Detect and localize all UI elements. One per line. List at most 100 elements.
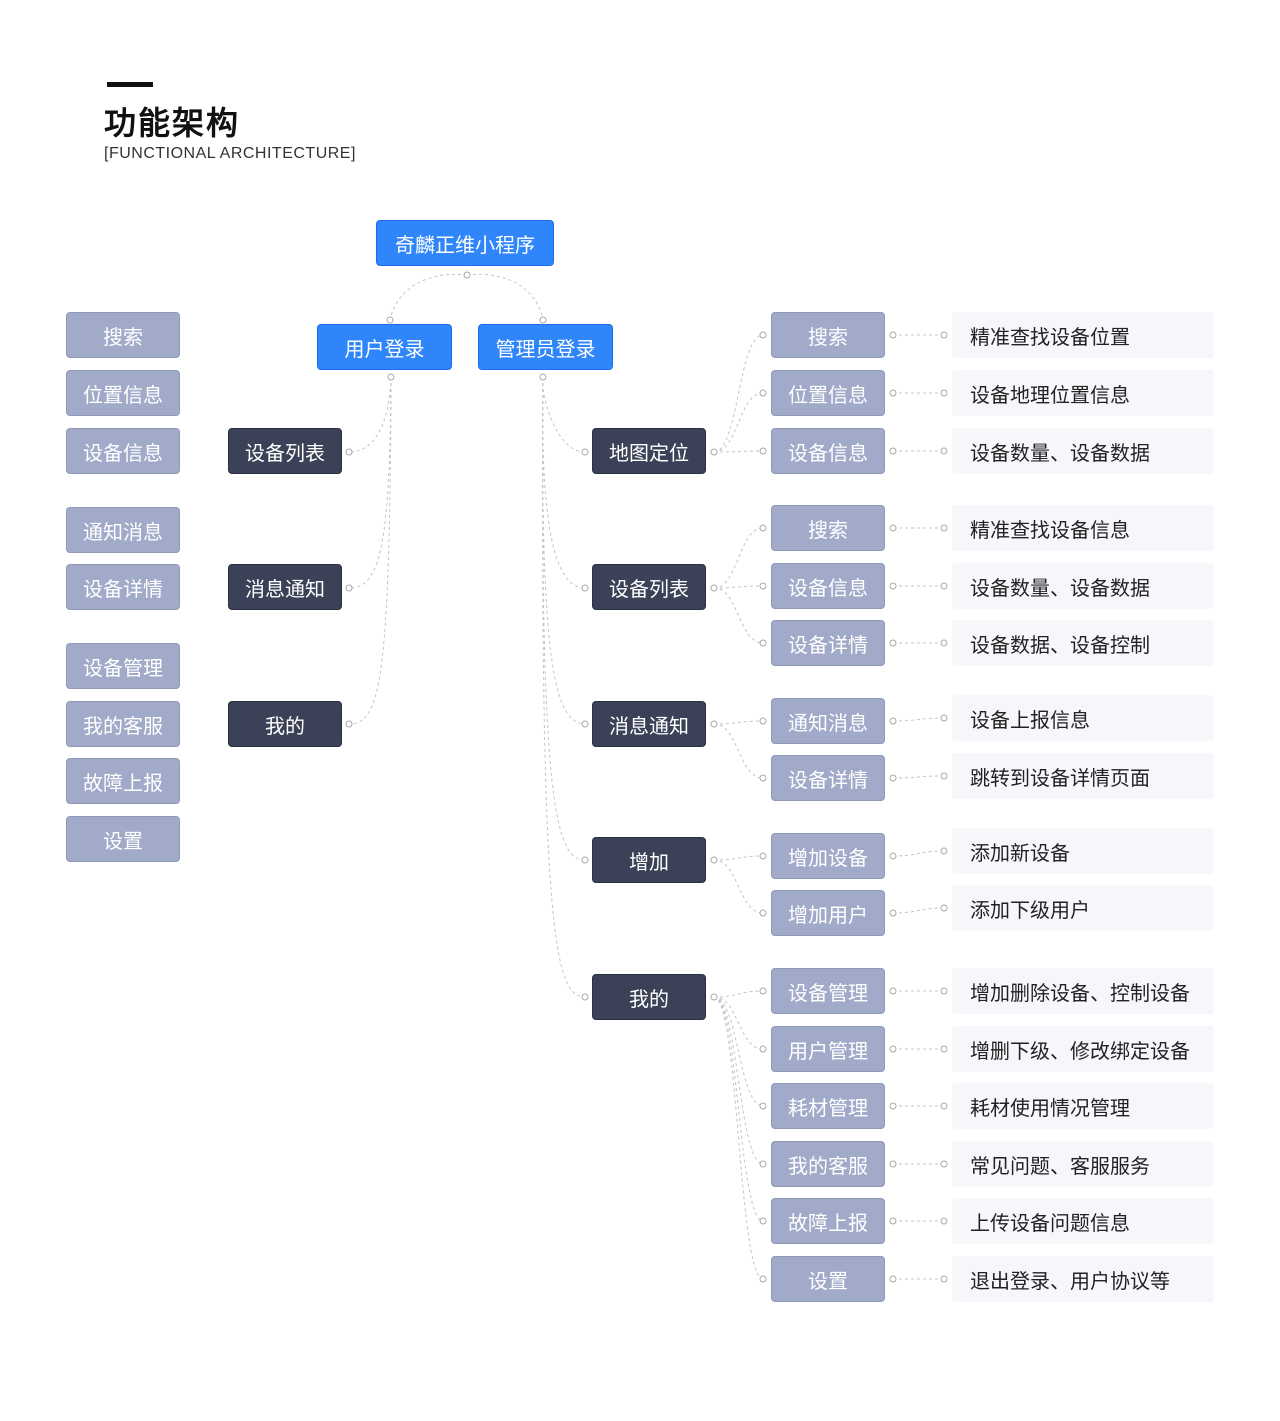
user-item-label: 搜索 — [103, 324, 143, 349]
user-item-settings: 设置 — [66, 816, 180, 862]
connector-dot — [940, 582, 948, 590]
description-text: 添加下级用户 — [970, 897, 1090, 922]
admin-item-description: 设备数量、设备数据 — [952, 563, 1214, 609]
admin-item-label: 设备详情 — [788, 632, 868, 657]
connector-dot — [940, 447, 948, 455]
user-item-label: 我的客服 — [83, 713, 163, 738]
connector-dot — [889, 717, 897, 725]
description-text: 设备数量、设备数据 — [970, 440, 1150, 465]
connector-dot — [539, 373, 547, 381]
user-section-label: 我的 — [265, 713, 305, 738]
admin-item-description: 精准查找设备信息 — [952, 505, 1214, 551]
user-login-node: 用户登录 — [317, 324, 452, 370]
connector-dot — [889, 639, 897, 647]
connector-dot — [759, 774, 767, 782]
admin-item-description: 精准查找设备位置 — [952, 312, 1214, 358]
admin-item-label: 故障上报 — [788, 1210, 868, 1235]
admin-item-description: 添加新设备 — [952, 828, 1214, 874]
connector-line — [389, 273, 468, 321]
connector-line — [713, 996, 764, 1280]
connector-dot — [539, 316, 547, 324]
user-item-search: 搜索 — [66, 312, 180, 358]
connector-dot — [889, 524, 897, 532]
admin-item: 设置 — [771, 1256, 885, 1302]
admin-section-label: 增加 — [629, 849, 669, 874]
connector-dot — [889, 1275, 897, 1283]
admin-item: 我的客服 — [771, 1141, 885, 1187]
connector-dot — [889, 1160, 897, 1168]
admin-item-label: 增加设备 — [788, 845, 868, 870]
connector-line — [713, 996, 764, 1165]
connector-dot — [759, 331, 767, 339]
user-item-customer-service: 我的客服 — [66, 701, 180, 747]
connector-dot — [710, 993, 718, 1001]
connector-dot — [759, 582, 767, 590]
connector-dot — [759, 1275, 767, 1283]
connector-dot — [940, 1045, 948, 1053]
admin-item: 搜索 — [771, 505, 885, 551]
connector-dot — [387, 373, 395, 381]
connector-dot — [889, 909, 897, 917]
connector-dot — [710, 584, 718, 592]
connector-dot — [345, 448, 353, 456]
user-item-fault-report: 故障上报 — [66, 758, 180, 804]
user-item-location: 位置信息 — [66, 370, 180, 416]
root-label: 奇麟正维小程序 — [395, 232, 535, 257]
user-login-label: 用户登录 — [344, 336, 425, 361]
connector-dot — [581, 856, 589, 864]
admin-section-mine: 我的 — [592, 974, 706, 1020]
description-text: 添加新设备 — [970, 840, 1070, 865]
description-text: 增删下级、修改绑定设备 — [970, 1038, 1190, 1063]
admin-item-label: 搜索 — [808, 517, 848, 542]
admin-section-device-list: 设备列表 — [592, 564, 706, 610]
user-item-label: 故障上报 — [83, 770, 163, 795]
description-text: 设备数量、设备数据 — [970, 575, 1150, 600]
admin-item: 设备管理 — [771, 968, 885, 1014]
description-text: 跳转到设备详情页面 — [970, 765, 1150, 790]
connector-dot — [889, 1102, 897, 1110]
connector-dot — [889, 331, 897, 339]
description-text: 耗材使用情况管理 — [970, 1095, 1130, 1120]
user-item-notifications: 通知消息 — [66, 507, 180, 553]
connector-dot — [940, 772, 948, 780]
admin-item: 增加设备 — [771, 833, 885, 879]
connector-dot — [710, 720, 718, 728]
connector-line — [542, 376, 586, 725]
admin-item: 耗材管理 — [771, 1083, 885, 1129]
user-item-device-info: 设备信息 — [66, 428, 180, 474]
admin-item: 故障上报 — [771, 1198, 885, 1244]
connector-dot — [889, 852, 897, 860]
user-section-label: 消息通知 — [245, 576, 325, 601]
connector-dot — [889, 1217, 897, 1225]
connector-line — [713, 587, 764, 644]
connector-dot — [940, 1217, 948, 1225]
connector-dot — [463, 271, 471, 279]
admin-item-label: 耗材管理 — [788, 1095, 868, 1120]
admin-section-label: 消息通知 — [609, 713, 689, 738]
connector-dot — [581, 720, 589, 728]
admin-item-description: 上传设备问题信息 — [952, 1198, 1214, 1244]
connector-dot — [581, 448, 589, 456]
description-text: 退出登录、用户协议等 — [970, 1268, 1170, 1293]
description-text: 设备地理位置信息 — [970, 382, 1130, 407]
connector-dot — [386, 316, 394, 324]
connector-dot — [889, 987, 897, 995]
admin-item-label: 增加用户 — [788, 902, 868, 927]
connector-dot — [940, 389, 948, 397]
connector-dot — [889, 447, 897, 455]
admin-section-label: 设备列表 — [609, 576, 689, 601]
connector-line — [542, 376, 586, 861]
connector-dot — [940, 714, 948, 722]
connector-dot — [940, 847, 948, 855]
connector-line — [348, 376, 392, 453]
admin-item-description: 增加删除设备、控制设备 — [952, 968, 1214, 1014]
connector-dot — [759, 639, 767, 647]
connector-dot — [759, 524, 767, 532]
description-text: 增加删除设备、控制设备 — [970, 980, 1190, 1005]
connector-line — [542, 376, 586, 453]
description-text: 设备上报信息 — [970, 707, 1090, 732]
connector-dot — [940, 1160, 948, 1168]
admin-item-description: 设备地理位置信息 — [952, 370, 1214, 416]
connector-dot — [581, 993, 589, 1001]
connector-line — [542, 376, 586, 589]
